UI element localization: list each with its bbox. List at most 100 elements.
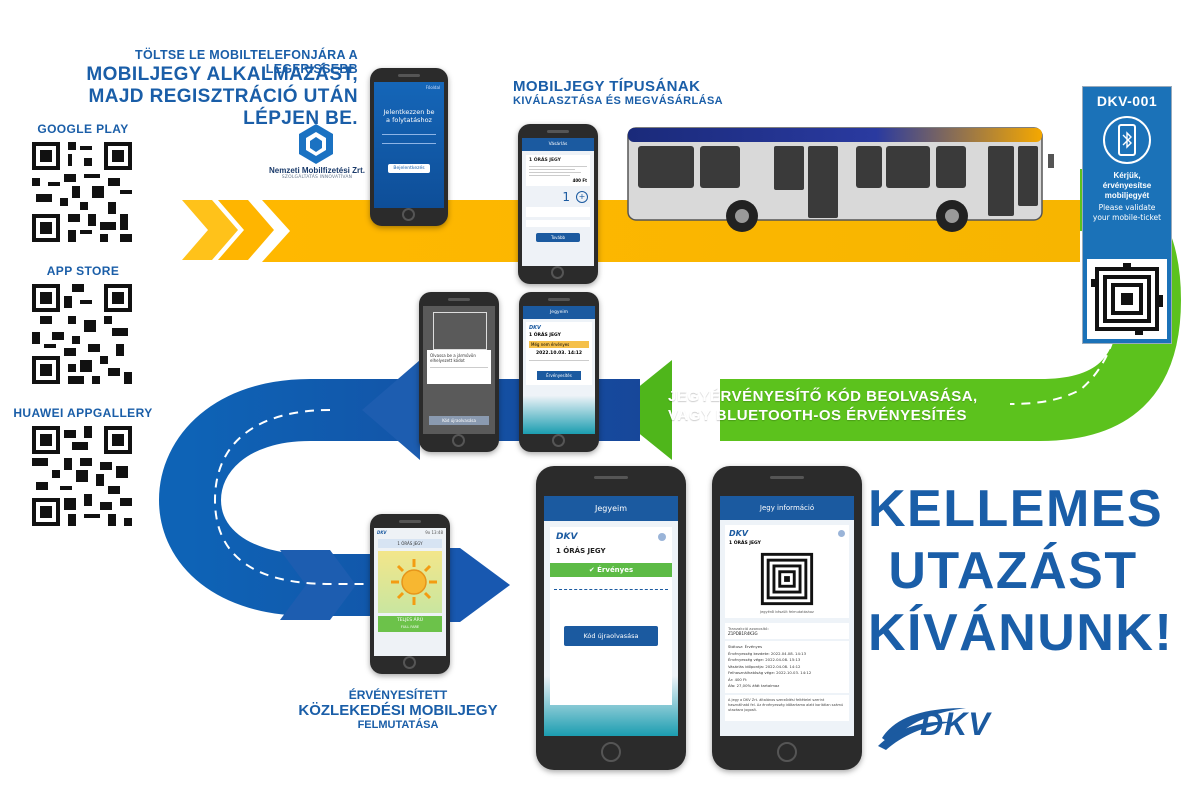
login-email-field[interactable] xyxy=(382,134,436,135)
valid-ticket-name: 1 ÓRÁS JEGY xyxy=(378,539,442,548)
intro-line-2: MOBILJEGY ALKALMAZÁST, xyxy=(86,64,358,85)
step-select-line-1: MOBILJEGY TÍPUSÁNAK xyxy=(513,78,701,95)
closing-message: KELLEMES UTAZÁST KÍVÁNUNK! xyxy=(868,478,1174,664)
pending-status: Még nem érvényes xyxy=(529,341,589,348)
pending-header: Jegyeim xyxy=(523,306,595,319)
step-select-title: MOBILJEGY TÍPUSÁNAK KIVÁLASZTÁSA ÉS MEGV… xyxy=(513,78,723,107)
ticket-info-tx-value: Z1PDB1R4K3G xyxy=(728,631,758,636)
sign-code: DKV-001 xyxy=(1096,93,1158,109)
nmzrt-logo: Nemzeti Mobilfizetési Zrt. SZOLGÁLTATÁS … xyxy=(262,166,372,180)
step-validate-line-1: JEGYÉRVÉNYESÍTŐ KÓD BEOLVASÁSA, xyxy=(668,388,978,405)
login-button[interactable]: Bejelentkezés xyxy=(388,164,430,173)
intro-headline: MOBILJEGY ALKALMAZÁST, MAJD REGISZTRÁCIÓ… xyxy=(20,64,358,130)
ticket-info-header: Jegy információ xyxy=(720,496,854,520)
ticket-info-detail-7: Áfa: 27,00% áfát tartalmaz xyxy=(728,683,780,688)
ticket-info-details: Státusz: Érvényes Érvényesség kezdete: 2… xyxy=(725,641,849,693)
intro-line-3: MAJD REGISZTRÁCIÓ UTÁN LÉPJEN BE. xyxy=(88,86,358,129)
qr-huawei-appgallery[interactable] xyxy=(32,426,132,526)
info-icon-2[interactable] xyxy=(838,530,845,537)
login-screen: Főoldal Jelentkezzen be a folytatáshoz B… xyxy=(374,82,444,208)
store-label-huawei: HUAWEI APPGALLERY xyxy=(13,406,153,420)
step-validate-line-2: VAGY BLUETOOTH-OS ÉRVÉNYESÍTÉS xyxy=(668,407,967,424)
my-tickets-divider xyxy=(554,589,668,590)
my-tickets-status-label: Érvényes xyxy=(597,566,634,574)
pending-ticket-name: 1 ÓRÁS JEGY xyxy=(529,333,561,338)
ticket-info-card: DKV 1 ÓRÁS JEGY Jegyéről készült felmuta… xyxy=(725,525,849,618)
step-select-line-2: KIVÁLASZTÁSA ÉS MEGVÁSÁRLÁSA xyxy=(513,95,724,107)
ticket-info-qr-caption: Jegyéről készült felmutatáshoz xyxy=(760,610,814,614)
phone-purchase: Vásárlás 1 ÓRÁS JEGY 400 Ft 1 + Tovább xyxy=(518,124,598,284)
ticket-qr-code[interactable] xyxy=(758,550,816,608)
purchase-price: 400 Ft xyxy=(572,178,587,183)
store-label-google-play: GOOGLE PLAY xyxy=(37,122,129,136)
phone-my-tickets: Jegyeim DKV 1 ÓRÁS JEGY ✔ Érvényes Kód ú… xyxy=(536,466,686,770)
qr-google-play[interactable] xyxy=(32,142,132,242)
my-tickets-card[interactable]: DKV 1 ÓRÁS JEGY ✔ Érvényes Kód újraolvas… xyxy=(550,527,672,705)
qr-app-store[interactable] xyxy=(32,284,132,384)
ticket-info-detail-3: Érvényesség vége: 2022.04.08. 15:13 xyxy=(728,657,801,662)
my-tickets-screen: Jegyeim DKV 1 ÓRÁS JEGY ✔ Érvényes Kód ú… xyxy=(544,496,678,736)
nmzrt-tagline: SZOLGÁLTATÁS INNOVATÍVAN xyxy=(281,175,353,180)
ticket-info-tx-label: Tranzakció azonosító: xyxy=(728,626,769,631)
ticket-info-ticket-name: 1 ÓRÁS JEGY xyxy=(729,541,761,546)
info-icon[interactable] xyxy=(658,533,666,541)
valid-ticket-brand: DKV xyxy=(377,530,387,535)
scanner-dialog: Olvassa be a járművön elhelyezett kódot xyxy=(427,350,491,384)
scanner-frame xyxy=(433,312,487,350)
purchase-ticket-card[interactable]: 1 ÓRÁS JEGY 400 Ft xyxy=(526,155,590,186)
purchase-next-button[interactable]: Tovább xyxy=(536,233,580,242)
scanner-screen: Olvassa be a járművön elhelyezett kódot … xyxy=(423,306,495,434)
purchase-field-1[interactable] xyxy=(526,207,590,217)
bus-illustration xyxy=(627,127,1054,232)
my-tickets-rescan-button[interactable]: Kód újraolvasása xyxy=(564,626,658,646)
ticket-info-screen: Jegy információ DKV 1 ÓRÁS JEGY Jegyéről… xyxy=(720,496,854,736)
closing-line-3: KÍVÁNUNK! xyxy=(868,604,1174,662)
step-show-line-2: KÖZLEKEDÉSI MOBILJEGY xyxy=(298,702,498,719)
sign-qr-container xyxy=(1087,259,1167,339)
nmzrt-logo-icon xyxy=(299,124,333,164)
valid-ticket-animation xyxy=(378,551,442,613)
phone-login: Főoldal Jelentkezzen be a folytatáshoz B… xyxy=(370,68,448,226)
step-validate-title: JEGYÉRVÉNYESÍTŐ KÓD BEOLVASÁSA, VAGY BLU… xyxy=(668,387,978,425)
sign-qr-code[interactable] xyxy=(1087,259,1167,339)
my-tickets-brand: DKV xyxy=(556,532,578,542)
pending-screen: Jegyeim DKV 1 ÓRÁS JEGY Még nem érvényes… xyxy=(523,306,595,434)
valid-ticket-fare-hu: TELJES ÁRÚ xyxy=(396,618,424,623)
check-icon: ✔ xyxy=(588,566,595,574)
ticket-info-detail-1: Státusz: Érvényes xyxy=(728,644,763,649)
purchase-qty: 1 xyxy=(562,190,570,204)
purchase-field-2[interactable] xyxy=(526,220,590,227)
closing-line-1: KELLEMES xyxy=(868,480,1164,538)
pending-date: 2022.10.03. 14:12 xyxy=(535,351,583,356)
bluetooth-phone-icon xyxy=(1103,116,1151,164)
phone-valid-ticket: DKV 9x 13:48 1 ÓRÁS JEGY TELJES ÁRÚ FULL… xyxy=(370,514,450,674)
step-show-line-1: ÉRVÉNYESÍTETT xyxy=(348,688,448,702)
step-show-line-3: FELMUTATÁSA xyxy=(357,719,439,731)
intro-line-1: TÖLTSE LE MOBILTELEFONJÁRA A LEGFRISSEBB xyxy=(135,48,358,76)
dkv-logo: DKV xyxy=(876,700,1006,752)
pending-ticket-card[interactable]: DKV 1 ÓRÁS JEGY Még nem érvényes 2022.10… xyxy=(526,322,592,385)
dkv-logo-swoosh-icon xyxy=(878,708,966,750)
dkv-logo-text: DKV xyxy=(920,706,991,742)
scanner-rescan-button[interactable]: Kód újraolvasása xyxy=(429,416,489,425)
valid-ticket-fare-badge: TELJES ÁRÚ FULL FARE xyxy=(378,616,442,632)
ticket-info-brand: DKV xyxy=(729,529,749,538)
purchase-header: Vásárlás xyxy=(522,138,594,151)
login-password-field[interactable] xyxy=(382,143,436,144)
ticket-info-detail-5: Felhasználhatóság vége: 2022.10.03. 14:1… xyxy=(728,670,812,675)
valid-ticket-clock: 9x 13:48 xyxy=(425,530,443,535)
ticket-info-note: A jegy a DKV Zrt. általános szerződési f… xyxy=(725,694,849,721)
my-tickets-header: Jegyeim xyxy=(544,496,678,521)
valid-ticket-screen: DKV 9x 13:48 1 ÓRÁS JEGY TELJES ÁRÚ FULL… xyxy=(374,528,446,656)
phone-ticket-pending: Jegyeim DKV 1 ÓRÁS JEGY Még nem érvényes… xyxy=(519,292,599,452)
sign-text-hu: Kérjük, érvényesítse mobiljegyét xyxy=(1102,171,1152,200)
pending-validate-button[interactable]: Érvényesítés xyxy=(537,371,581,380)
login-top-link[interactable]: Főoldal xyxy=(425,85,440,90)
plus-icon[interactable]: + xyxy=(576,191,588,203)
purchase-screen: Vásárlás 1 ÓRÁS JEGY 400 Ft 1 + Tovább xyxy=(522,138,594,266)
valid-ticket-fare-en: FULL FARE xyxy=(400,625,420,629)
purchase-quantity-stepper[interactable]: 1 + xyxy=(528,190,588,204)
validation-sign: DKV-001 Kérjük, érvényesítse mobiljegyét… xyxy=(1082,86,1172,344)
ticket-info-detail-6: Ár: 400 Ft xyxy=(728,676,747,682)
scanner-dialog-text: Olvassa be a járművön elhelyezett kódot xyxy=(430,353,476,363)
